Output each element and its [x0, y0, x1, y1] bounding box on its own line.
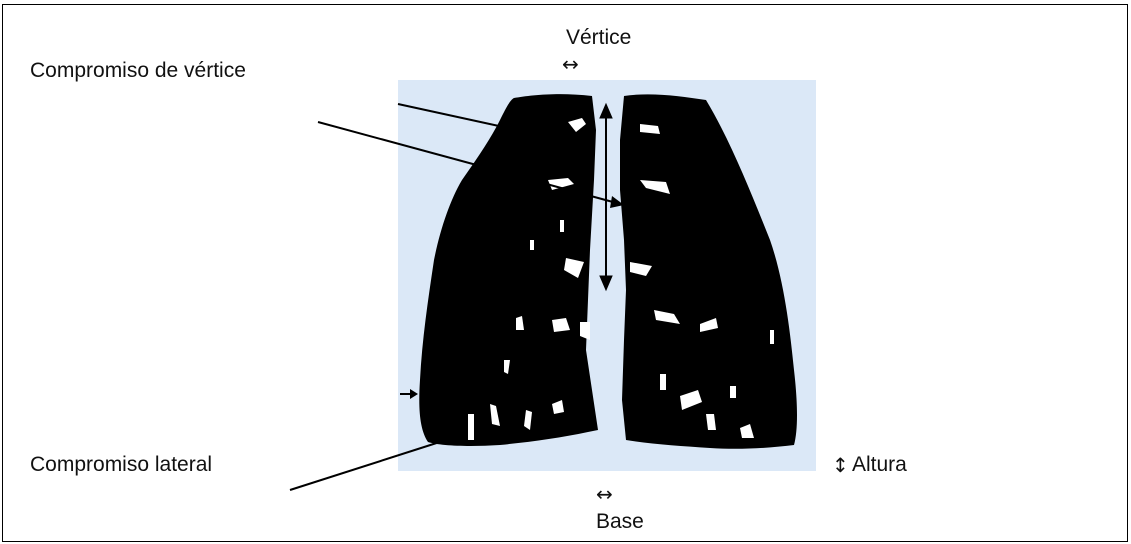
height-vertical-arrow-icon: ↕: [832, 453, 849, 477]
base-label: Base: [596, 510, 644, 534]
compromiso-lateral-label: Compromiso lateral: [30, 453, 212, 477]
base-horizontal-arrow-icon: ↔: [596, 482, 613, 506]
altura-label: Altura: [852, 453, 907, 477]
compromiso-vertice-label: Compromiso de vértice: [30, 59, 246, 83]
vertex-label: Vértice: [566, 26, 631, 50]
vertex-horizontal-arrow-icon: ↔: [562, 52, 579, 76]
